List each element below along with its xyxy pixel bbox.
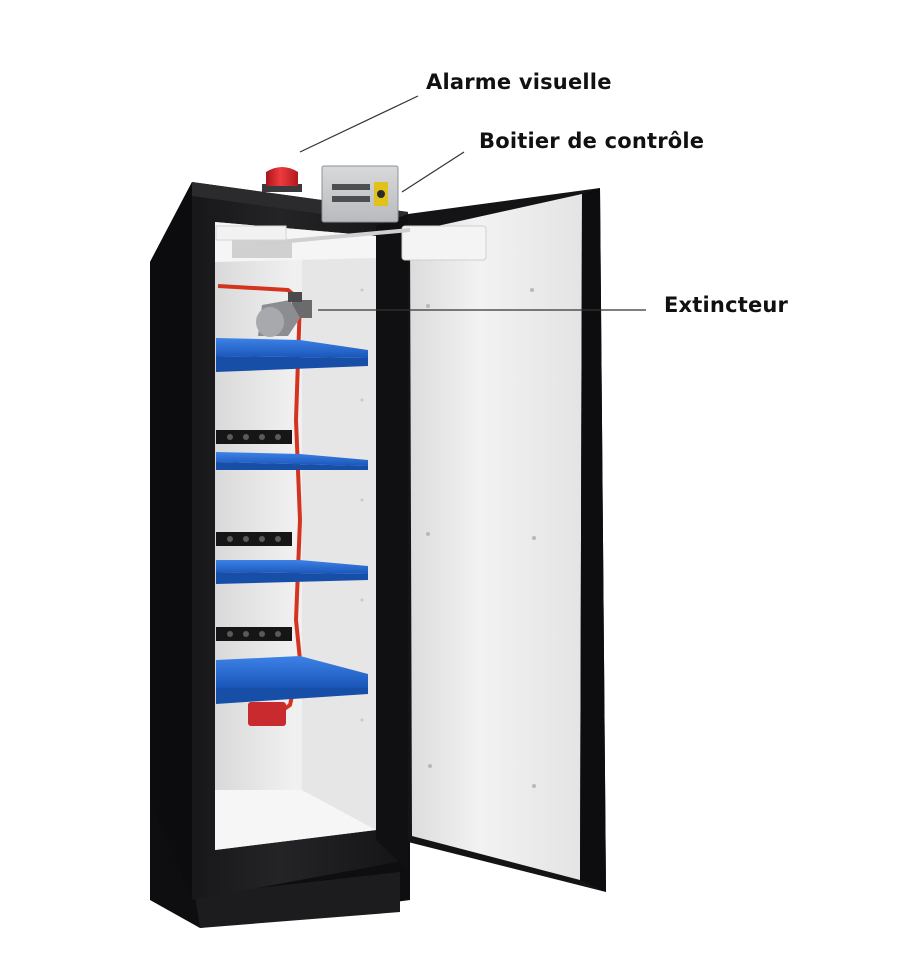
shelf (216, 560, 368, 584)
shelf (216, 338, 368, 372)
wall-holes (360, 288, 364, 722)
door-hinge (376, 214, 408, 870)
control-box-label: Boitier de contrôle (479, 129, 705, 153)
shelf (216, 452, 368, 470)
fire-extinguisher-icon (256, 292, 312, 337)
shelf (216, 656, 368, 704)
alarm-leader-line (299, 95, 419, 153)
shelves (216, 338, 368, 704)
callout-lines (299, 95, 646, 311)
visual-alarm-label: Alarme visuelle (426, 70, 612, 94)
visual-alarm-icon (262, 167, 302, 192)
door-closer-icon (215, 225, 487, 261)
power-strip-icon (216, 430, 292, 641)
extinguisher-label: Extincteur (664, 293, 789, 317)
cabinet-door (408, 188, 606, 892)
control-box-leader-line (401, 151, 465, 193)
control-box-icon (321, 165, 399, 223)
